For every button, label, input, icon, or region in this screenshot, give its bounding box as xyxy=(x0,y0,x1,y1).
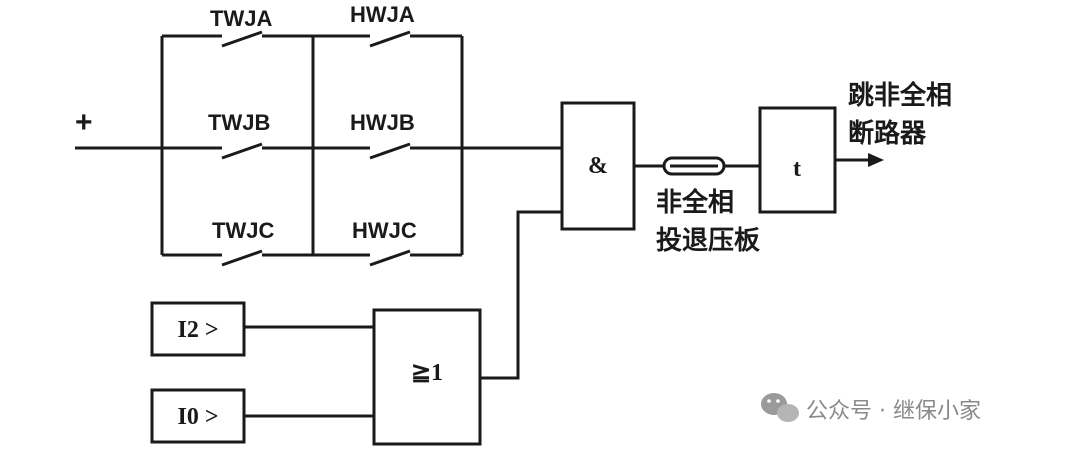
output-label-line1: 跳非全相 xyxy=(848,80,952,111)
label-hwjc: HWJC xyxy=(352,218,417,243)
contact-twja xyxy=(162,30,313,48)
watermark-text: 公众号 · 继保小家 xyxy=(806,399,981,424)
contact-twjc xyxy=(162,249,313,267)
and-gate xyxy=(560,101,636,231)
wechat-icon xyxy=(761,393,799,422)
contact-twjb xyxy=(162,142,313,160)
timer-block xyxy=(758,106,837,214)
i2-detector-block xyxy=(150,301,246,357)
and-gate-symbol: & xyxy=(588,153,608,179)
i0-detector-block xyxy=(150,388,246,444)
or-to-and-wire xyxy=(480,210,562,380)
timer-symbol: t xyxy=(793,156,801,182)
contact-hwjc xyxy=(313,249,462,267)
label-twjb: TWJB xyxy=(208,110,270,135)
i0-detector-label: I0 > xyxy=(177,404,218,430)
label-twjc: TWJC xyxy=(212,218,274,243)
output-arrow-icon xyxy=(868,153,884,167)
or-gate xyxy=(372,308,482,446)
contact-hwjb xyxy=(313,142,462,160)
plate-label-line1: 非全相 xyxy=(656,187,734,218)
plate-label-line2: 投退压板 xyxy=(656,226,760,256)
label-hwja: HWJA xyxy=(350,2,415,27)
label-twja: TWJA xyxy=(210,6,272,31)
output-label-line2: 断路器 xyxy=(848,118,927,149)
i2-detector-label: I2 > xyxy=(177,317,218,343)
contact-hwja xyxy=(313,30,462,48)
or-gate-symbol: ≧1 xyxy=(411,360,443,386)
positive-terminal-label: + xyxy=(75,106,93,139)
label-hwjb: HWJB xyxy=(350,110,415,135)
